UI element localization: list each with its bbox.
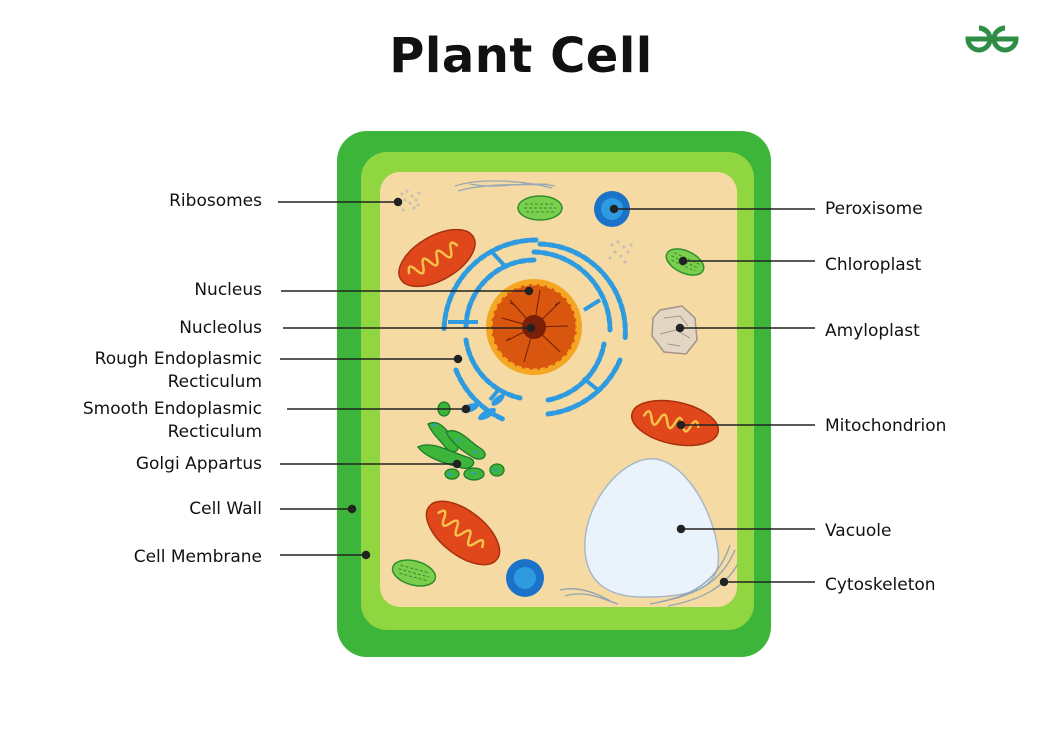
- chloroplast-bottom: [391, 559, 437, 587]
- label-vacuole: Vacuole: [825, 520, 891, 543]
- label-nucleolus: Nucleolus: [179, 317, 262, 340]
- label-smooth-er: Smooth Endoplasmic Recticulum: [83, 398, 262, 444]
- label-golgi: Golgi Appartus: [136, 453, 262, 476]
- label-peroxisome: Peroxisome: [825, 198, 923, 221]
- label-ribosomes-text: Ribosomes: [169, 191, 262, 211]
- amyloplast: [651, 305, 698, 355]
- chromatin: [501, 289, 569, 363]
- label-smooth-er-line2: Recticulum: [167, 422, 262, 442]
- label-golgi-text: Golgi Appartus: [135, 454, 262, 474]
- label-amyloplast-text: Amyloplast: [825, 321, 920, 341]
- label-rough-er-line1: Rough Endoplasmic: [94, 349, 262, 369]
- mitochondrion-bottom: [425, 500, 501, 566]
- mitochondrion-right: [630, 399, 720, 447]
- label-nucleus: Nucleus: [194, 279, 262, 302]
- label-vacuole-text: Vacuole: [825, 521, 892, 541]
- er-connectors: [448, 248, 602, 402]
- vacuole: [584, 458, 720, 598]
- label-amyloplast: Amyloplast: [825, 320, 920, 343]
- cytoskeleton-fibers-bottom: [559, 544, 737, 607]
- label-chloroplast: Chloroplast: [825, 254, 921, 277]
- diagram-title: Plant Cell: [389, 28, 653, 84]
- ribosome-cluster-2: [608, 240, 633, 264]
- rough-endoplasmic-reticulum: [441, 237, 628, 423]
- leader-lines-left: [278, 197, 536, 560]
- peroxisome-bottom: [506, 559, 544, 597]
- cytoskeleton-fibers-top: [454, 180, 556, 192]
- label-rough-er: Rough Endoplasmic Recticulum: [95, 348, 262, 394]
- label-cell-wall: Cell Wall: [189, 498, 262, 521]
- chloroplast-top: [517, 195, 563, 221]
- label-ribosomes: Ribosomes: [169, 190, 262, 213]
- label-nucleolus-text: Nucleolus: [179, 318, 262, 338]
- label-mitochondrion: Mitochondrion: [825, 415, 946, 438]
- geeksforgeeks-logo-icon: [965, 25, 1019, 53]
- label-cell-membrane: Cell Membrane: [134, 546, 262, 569]
- leader-lines-right: [609, 204, 815, 587]
- label-nucleus-text: Nucleus: [194, 280, 262, 300]
- mitochondrion-top-left: [398, 228, 476, 288]
- label-chloroplast-text: Chloroplast: [825, 255, 922, 275]
- label-smooth-er-line1: Smooth Endoplasmic: [82, 399, 262, 419]
- ribosome-cluster: [398, 189, 421, 212]
- label-cell-membrane-text: Cell Membrane: [133, 547, 262, 567]
- label-cell-wall-text: Cell Wall: [189, 499, 262, 519]
- label-rough-er-line2: Recticulum: [167, 372, 262, 392]
- label-mitochondrion-text: Mitochondrion: [825, 416, 947, 436]
- label-cytoskeleton-text: Cytoskeleton: [825, 575, 936, 595]
- label-peroxisome-text: Peroxisome: [825, 199, 923, 219]
- label-cytoskeleton: Cytoskeleton: [825, 574, 936, 597]
